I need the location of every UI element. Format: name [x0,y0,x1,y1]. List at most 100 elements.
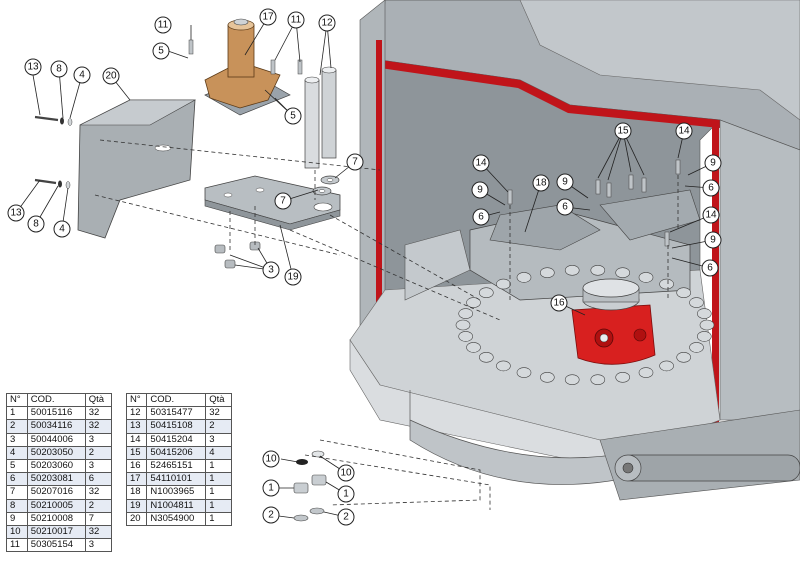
callout-6-a: 6 [472,208,490,226]
svg-text:9: 9 [562,177,568,188]
hydraulic-block [571,278,656,365]
shafts [304,66,337,169]
cell-code: 50415108 [146,419,207,434]
ring-bolt [615,267,631,279]
callout-10-b: 10 [337,464,355,482]
svg-text:5: 5 [290,111,296,122]
callout-19: 19 [284,268,302,286]
callout-2-a: 2 [262,506,280,524]
svg-text:9: 9 [477,185,483,196]
cell-code: 50034116 [26,419,86,434]
cell-n: 10 [6,524,28,540]
cell-n: 7 [6,485,28,500]
header-num: N° [125,392,148,408]
cell-n: 1 [6,406,28,421]
cell-n: 8 [6,498,28,513]
table-header: N° COD. Qtà [125,392,232,408]
ring-bolt [689,297,704,308]
svg-text:17: 17 [262,12,274,23]
cell-code: 50203081 [26,472,86,487]
ring-bolt [478,287,494,299]
cell-code: 50315477 [146,406,207,421]
assembly-lines [94,139,679,510]
cell-qty: 2 [205,419,232,434]
svg-text:1: 1 [268,483,274,494]
svg-text:7: 7 [280,196,286,207]
svg-text:19: 19 [287,272,299,283]
cell-code: N1004811 [146,498,207,513]
cell-n: 4 [6,445,28,460]
callout-13-a: 13 [24,58,42,76]
cell-qty: 3 [205,432,232,447]
cell-n: 6 [6,472,28,487]
svg-text:14: 14 [705,210,717,221]
cell-code: 50305154 [26,538,86,553]
svg-text:9: 9 [710,235,716,246]
nuts-3 [214,241,261,269]
cell-code: 50015116 [26,406,86,421]
callout-13-b: 13 [7,204,25,222]
svg-text:15: 15 [617,126,629,137]
svg-text:2: 2 [268,510,274,521]
ring-bolt [455,319,471,331]
ring-bolt [539,371,555,383]
cell-n: 12 [125,406,148,421]
svg-text:3: 3 [268,265,274,276]
ring-bolt [638,272,654,283]
ring-bolt [458,308,474,319]
cell-n: 13 [125,419,148,434]
callouts: 11 5 17 11 12 5 13 8 4 20 13 8 4 7 7 3 1… [7,8,722,526]
callout-5-a: 5 [152,42,170,60]
cell-qty: 4 [205,445,232,460]
svg-text:16: 16 [553,298,565,309]
cell-n: 9 [6,511,28,526]
bolt-ring [455,264,715,386]
ring-bolt [458,331,474,342]
fastener-stack [293,450,327,522]
table-header: N° COD. Qtà [6,392,113,408]
cell-code: 52465151 [146,458,207,474]
cell-code: 50210005 [26,498,86,513]
callout-10-a: 10 [262,450,280,468]
callout-18: 18 [532,174,550,192]
ring-bolt [659,360,674,372]
callout-6-d: 6 [701,259,719,277]
cell-code: 50203050 [26,445,86,460]
svg-text:6: 6 [707,263,713,274]
callout-9-a: 9 [471,181,489,199]
callout-14-b: 14 [675,122,693,140]
callout-14-a: 14 [472,154,490,172]
svg-text:4: 4 [59,224,65,235]
callout-8-a: 8 [50,60,68,78]
ring-bolt [696,308,712,319]
ring-bolt [676,287,692,299]
svg-text:6: 6 [708,183,714,194]
svg-text:1: 1 [343,489,349,500]
cell-qty: 3 [84,538,113,553]
callout-3: 3 [262,261,280,279]
cell-code: 50415204 [146,432,207,447]
cell-n: 5 [6,458,28,474]
svg-text:14: 14 [678,126,690,137]
ring-bolt [539,267,555,279]
svg-text:8: 8 [56,64,62,75]
ring-bolt [496,360,511,372]
cell-code: 50207016 [26,485,86,500]
ring-bolt [516,272,532,283]
cell-n: 3 [6,432,28,447]
cell-n: 17 [125,472,148,487]
cell-code: 50203060 [26,458,86,474]
svg-text:2: 2 [343,512,349,523]
svg-text:7: 7 [352,157,358,168]
svg-text:13: 13 [10,208,22,219]
